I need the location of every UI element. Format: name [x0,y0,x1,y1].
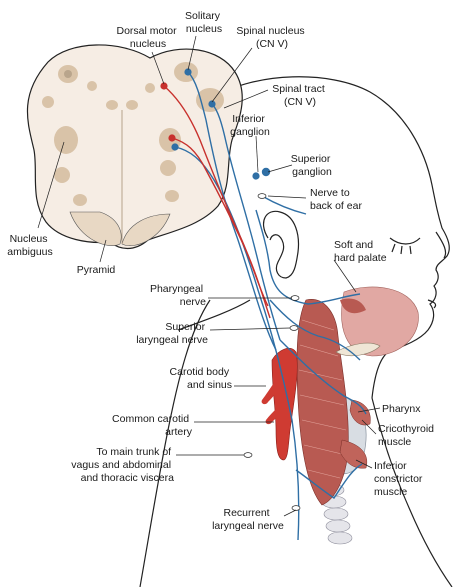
label-main-trunk-vagus: To main trunk of vagus and abdominal and… [71,446,174,484]
label-cricothyroid-muscle: Cricothyroid muscle [378,423,437,448]
label-superior-laryngeal-nerve: Superior laryngeal nerve [136,321,208,346]
label-pharyngeal-nerve: Pharyngeal nerve [150,283,206,308]
ganglia [252,168,270,180]
ear [264,211,299,278]
label-inferior-constrictor-muscle: Inferior constrictor muscle [374,460,425,498]
label-recurrent-laryngeal-nerve: Recurrent laryngeal nerve [212,507,284,532]
label-common-carotid-artery: Common carotid artery [112,413,193,438]
label-superior-ganglion: Superior ganglion [291,153,334,178]
closed-eye [390,238,420,254]
label-solitary-nucleus: Solitary nucleus [185,10,223,35]
label-dorsal-motor-nucleus: Dorsal motor nucleus [116,25,179,50]
label-pyramid: Pyramid [77,264,116,276]
label-spinal-tract: Spinal tract (CN V) [272,83,327,108]
label-nerve-to-back-of-ear: Nerve to back of ear [310,187,362,212]
label-inferior-ganglion: Inferior ganglion [230,113,270,138]
label-pharynx: Pharynx [382,403,421,415]
label-nucleus-ambiguus: Nucleus ambiguus [7,233,53,258]
label-spinal-nucleus: Spinal nucleus (CN V) [236,25,307,50]
nose-outline [436,232,446,258]
label-soft-hard-palate: Soft and hard palate [334,239,387,264]
